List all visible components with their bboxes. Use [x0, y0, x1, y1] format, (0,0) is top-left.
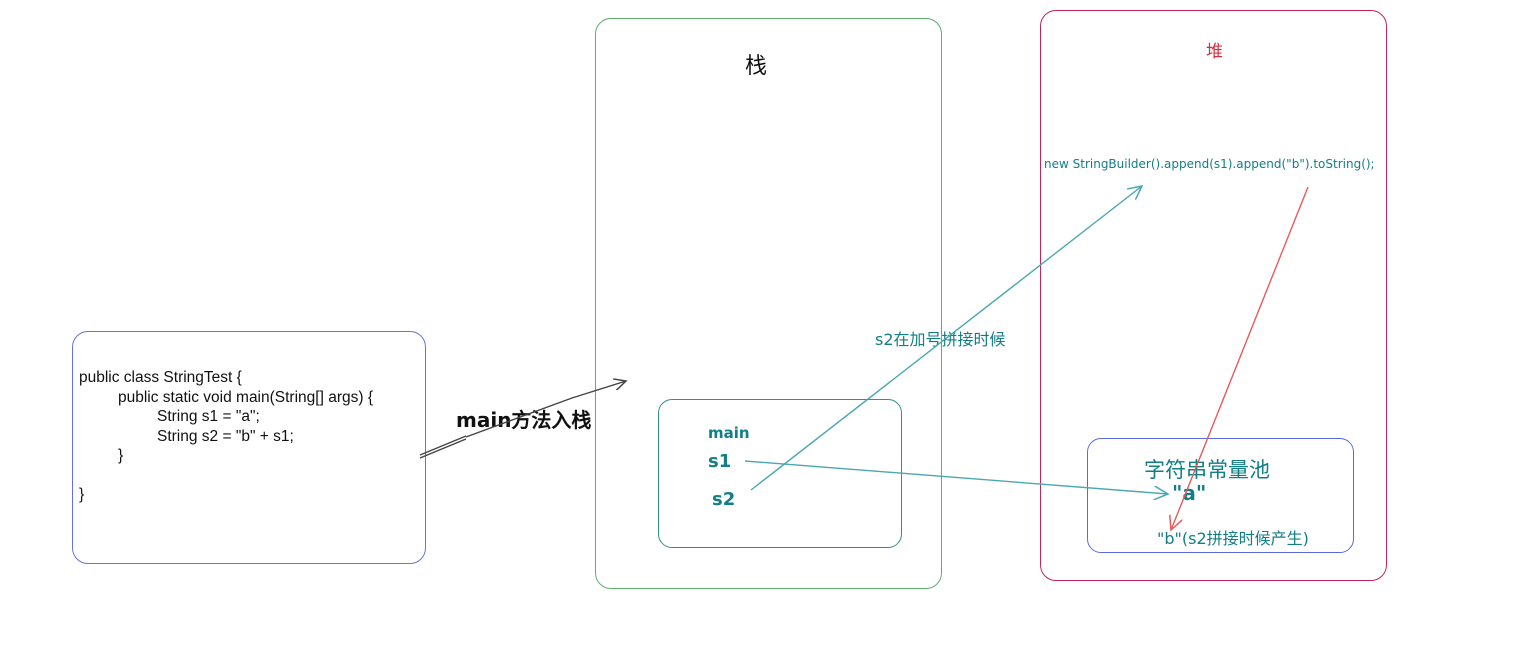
heap-to-b-arrow: [1171, 186, 1309, 530]
s1-variable: s1: [708, 451, 732, 472]
heap-title: 堆: [1206, 42, 1223, 62]
heap-stringbuilder-expression: new StringBuilder().append(s1).append("b…: [1044, 157, 1375, 171]
s2-to-heap-arrow: [750, 186, 1142, 491]
stack-title: 栈: [745, 54, 768, 79]
s2-variable: s2: [712, 489, 736, 510]
concat-annotation: s2在加号拼接时候: [875, 330, 1006, 349]
code-box: [72, 331, 426, 564]
heap-box: [1040, 10, 1387, 581]
push-arrow: [419, 381, 626, 459]
code-line: }: [118, 447, 124, 464]
code-line: public class StringTest {: [79, 369, 242, 386]
s1-to-a-arrow: [744, 460, 1168, 494]
push-main-annotation: main方法入栈: [456, 408, 592, 432]
code-line: }: [79, 486, 85, 503]
code-line: String s1 = "a";: [157, 408, 260, 425]
literal-b: "b"(s2拼接时候产生): [1157, 529, 1309, 548]
string-constant-pool: [1087, 438, 1354, 553]
main-frame-label: main: [708, 424, 750, 442]
code-line: String s2 = "b" + s1;: [157, 427, 294, 445]
stack-box: [595, 18, 942, 589]
code-snippet: public class StringTest { public static …: [79, 368, 373, 505]
pool-title: 字符串常量池: [1144, 458, 1270, 482]
code-line: public static void main(String[] args) {: [118, 388, 373, 406]
